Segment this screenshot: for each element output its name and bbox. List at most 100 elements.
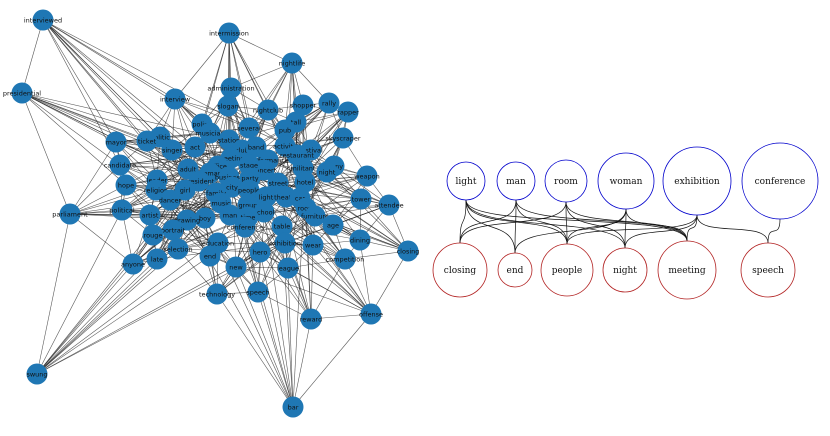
- network-node-label: room: [298, 204, 315, 212]
- network-node-girl: girl: [174, 179, 196, 201]
- network-node-weapon: weapon: [354, 165, 380, 187]
- network-edge: [228, 32, 250, 129]
- network-node-label: light: [259, 193, 274, 201]
- network-edge: [36, 255, 211, 375]
- network-node-pub: pub: [274, 119, 296, 141]
- network-node-circle: [59, 203, 81, 225]
- network-node-label: religion: [144, 186, 168, 194]
- bipartite-top-node-label: conference: [755, 177, 806, 187]
- network-node-label: hero: [253, 248, 268, 256]
- network-node-conference: conference: [227, 216, 263, 238]
- network-node-label: skyscraper: [325, 134, 361, 142]
- bipartite-bottom-node-people: people: [540, 243, 594, 297]
- network-node-circle: [115, 174, 137, 196]
- network-edge: [333, 165, 390, 206]
- bipartite-edge: [514, 208, 627, 254]
- network-node-circle: [350, 188, 372, 210]
- network-edge: [370, 250, 409, 315]
- bipartite-top-node-woman: woman: [597, 152, 655, 210]
- network-node-rapper: rapper: [337, 101, 359, 123]
- network-node-circle: [221, 176, 243, 198]
- network-edge: [42, 19, 176, 100]
- network-node-circle: [199, 245, 221, 267]
- network-edge: [42, 19, 117, 143]
- network-node-label: president: [184, 177, 215, 185]
- network-node-circle: [194, 207, 216, 229]
- network-node-shopper: shopper: [290, 94, 317, 116]
- bipartite-edge: [565, 201, 568, 245]
- network-node-label: politic: [150, 133, 170, 141]
- network-edge: [259, 251, 372, 315]
- network-node-label: festival: [299, 146, 323, 154]
- network-node-rally: rally: [318, 92, 340, 114]
- network-node-swung: swung: [26, 363, 48, 385]
- network-node-label: league: [277, 264, 299, 272]
- network-edge: [184, 189, 218, 295]
- bipartite-top-node-light: light: [446, 161, 486, 201]
- bipartite-top-node-circle: [662, 146, 732, 216]
- network-edge: [310, 244, 314, 320]
- network-node-label: wear: [305, 241, 321, 249]
- network-node-night: night: [316, 161, 338, 183]
- network-node-label: exhibition: [269, 239, 301, 247]
- network-node-city: city: [221, 176, 243, 198]
- network-node-label: music: [211, 199, 231, 207]
- network-edge: [292, 313, 372, 408]
- network-node-closing: closing: [397, 240, 419, 262]
- network-node-circle: [234, 216, 256, 238]
- network-node-label: conference: [227, 223, 263, 231]
- bipartite-edge: [624, 214, 698, 249]
- network-node-circle: [337, 101, 359, 123]
- network-node-skyscraper: skyscraper: [325, 127, 361, 149]
- network-node-label: artist: [142, 211, 159, 219]
- network-node-label: bar: [288, 403, 299, 411]
- network-node-label: family: [206, 189, 226, 197]
- network-node-label: militant: [291, 164, 316, 172]
- network-node-circle: [292, 94, 314, 116]
- network-node-label: theater: [274, 193, 298, 201]
- network-edge: [228, 32, 293, 64]
- network-node-circle: [238, 117, 260, 139]
- bipartite-bottom-node-label: meeting: [668, 266, 705, 276]
- network-edge: [287, 267, 294, 408]
- network-node-technology: technology: [199, 283, 235, 305]
- network-edge: [259, 251, 294, 408]
- network-node-circle: [294, 171, 316, 193]
- network-node-label: offense: [359, 310, 383, 318]
- network-node-circle: [105, 131, 127, 153]
- network-edge: [119, 164, 189, 170]
- bipartite-bottom-node-label: end: [507, 266, 524, 276]
- network-node-circle: [274, 232, 296, 254]
- network-node-label: street: [268, 179, 287, 187]
- network-node-exhibition: exhibition: [269, 232, 301, 254]
- bipartite-edges: [459, 199, 781, 254]
- network-node-circle: [136, 130, 158, 152]
- network-edge: [344, 250, 409, 260]
- bipartite-top-node-circle: [597, 152, 655, 210]
- network-edge: [21, 92, 127, 186]
- network-node-act: act: [184, 136, 206, 158]
- network-node-label: parliament: [52, 210, 88, 218]
- bipartite-edge: [465, 199, 626, 249]
- network-node-label: hope: [118, 181, 134, 189]
- network-node-circle: [220, 77, 242, 99]
- network-edge: [174, 98, 250, 129]
- network-edge: [231, 186, 237, 268]
- network-node-label: reward: [300, 315, 323, 323]
- network-node-circle: [274, 119, 296, 141]
- network-node-label: musician: [195, 129, 224, 137]
- network-node-parliament: parliament: [52, 203, 88, 225]
- network-node-label: girl: [180, 186, 191, 194]
- network-node-label: selection: [163, 245, 192, 253]
- network-edge: [235, 266, 294, 408]
- network-node-competition: competition: [326, 248, 364, 270]
- network-node-furniture: furniture: [301, 205, 329, 227]
- network-node-slogan: slogan: [217, 95, 239, 117]
- bipartite-top-node-label: exhibition: [674, 177, 720, 187]
- network-node-new: new: [225, 256, 247, 278]
- network-edge: [36, 248, 179, 375]
- network-node-circle: [397, 240, 419, 262]
- network-edge: [69, 164, 121, 215]
- network-edge: [115, 141, 189, 170]
- network-edge: [21, 92, 117, 143]
